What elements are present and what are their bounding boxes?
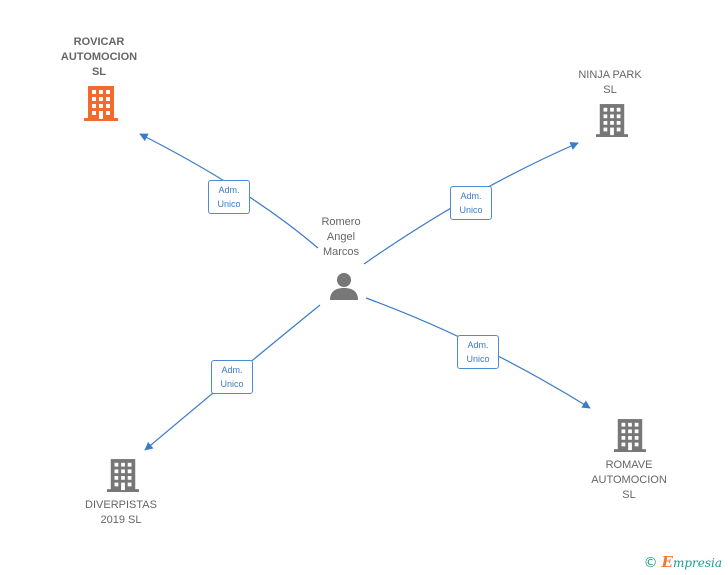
person-icon[interactable] [329,271,359,306]
company-label-rovicar[interactable]: ROVICAR AUTOMOCION SL [60,36,138,78]
edge-label-ninja[interactable]: Adm. Unico [450,186,492,220]
company-label-diverpistas[interactable]: DIVERPISTAS 2019 SL [85,499,157,526]
brand-initial: E [661,553,673,571]
brand-name: mpresia [672,556,722,570]
building-icon[interactable] [84,86,118,127]
building-icon[interactable] [107,458,139,499]
building-icon[interactable] [614,418,646,459]
edge-label-rovicar[interactable]: Adm. Unico [208,180,250,214]
company-label-romave[interactable]: ROMAVE AUTOMOCION SL [591,459,667,501]
edge-label-romave[interactable]: Adm. Unico [457,335,499,369]
copyright-icon: © [643,555,658,571]
company-label-ninja[interactable]: NINJA PARK SL [578,69,642,96]
edge-label-diverpistas[interactable]: Adm. Unico [211,360,253,394]
brand-footer[interactable]: © Empresia [644,553,722,571]
building-icon[interactable] [596,103,628,144]
person-label[interactable]: Romero Angel Marcos [321,216,361,258]
